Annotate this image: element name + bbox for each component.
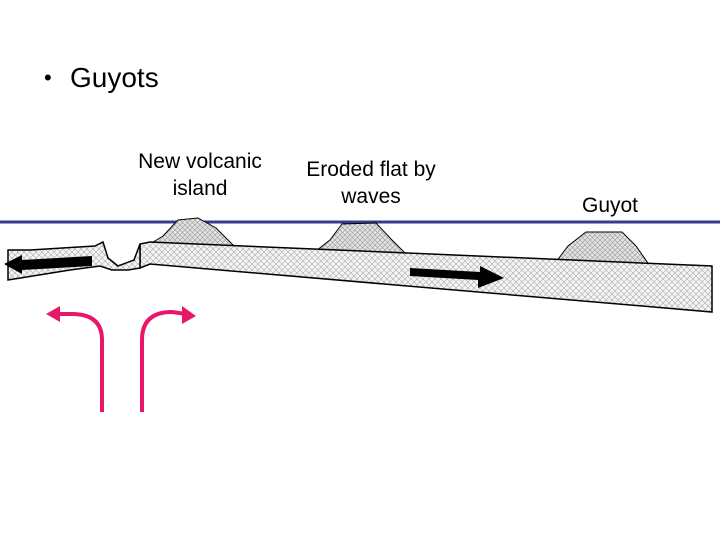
- bullet-icon: •: [44, 65, 70, 91]
- convection-arrowhead-right: [182, 306, 196, 324]
- convection-arrow-left: [56, 314, 102, 412]
- title-text: Guyots: [70, 62, 159, 94]
- label-eroded: Eroded flat by waves: [288, 156, 454, 210]
- convection-arrowhead-left: [46, 306, 60, 322]
- convection-arrow-right: [142, 312, 186, 412]
- slide-title: • Guyots: [44, 62, 159, 94]
- label-guyot: Guyot: [560, 192, 660, 219]
- label-new-volcanic-island: New volcanic island: [114, 148, 286, 202]
